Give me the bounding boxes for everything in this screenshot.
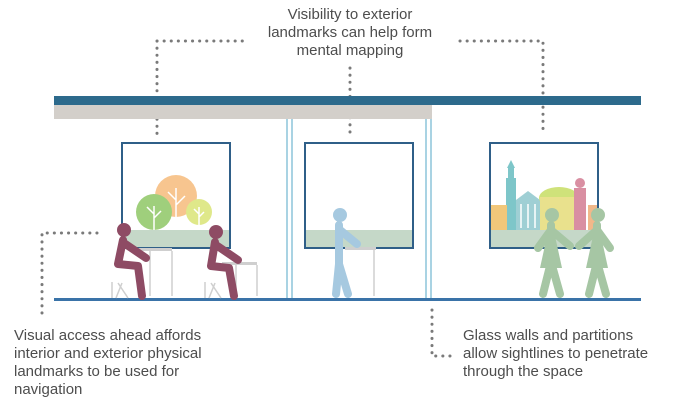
caption-line: Visibility to exterior bbox=[287, 6, 413, 23]
glass-partitions bbox=[286, 119, 432, 300]
window-frame bbox=[121, 142, 231, 249]
seated-person-icon bbox=[111, 223, 173, 300]
sill-band bbox=[122, 230, 230, 248]
leader-right bbox=[430, 308, 452, 358]
window-city bbox=[489, 142, 599, 249]
caption-line: landmarks to be used for bbox=[14, 363, 180, 380]
caption-line: landmarks can help form bbox=[267, 24, 433, 41]
walking-people-icon bbox=[534, 208, 614, 298]
caption-exterior-landmarks: Visibility to exterior landmarks can hel… bbox=[200, 6, 500, 60]
ceiling-slab bbox=[54, 96, 641, 105]
trees-icon bbox=[136, 175, 212, 232]
standing-person-icon bbox=[332, 208, 376, 298]
window-frame bbox=[489, 142, 599, 249]
seated-person-icon bbox=[204, 225, 258, 300]
caption-line: Glass walls and partitions bbox=[463, 327, 634, 344]
leader-top-right bbox=[458, 39, 545, 137]
caption-glass-walls: Glass walls and partitions allow sightli… bbox=[463, 327, 699, 381]
window-interior bbox=[304, 142, 414, 249]
caption-line: through the space bbox=[463, 363, 584, 380]
sill-band bbox=[305, 230, 413, 248]
caption-line: interior and exterior physical bbox=[14, 345, 202, 362]
dotted-leader-lines bbox=[40, 39, 545, 358]
caption-line: Visual access ahead affords bbox=[14, 327, 202, 344]
caption-line: navigation bbox=[14, 381, 83, 398]
caption-line: mental mapping bbox=[296, 42, 404, 59]
leader-left bbox=[40, 231, 99, 317]
leader-top-left bbox=[155, 39, 247, 137]
caption-visual-access: Visual access ahead affords interior and… bbox=[14, 327, 294, 399]
caption-line: allow sightlines to penetrate bbox=[463, 345, 649, 362]
soffit bbox=[54, 105, 432, 119]
floor-slab bbox=[54, 298, 641, 301]
